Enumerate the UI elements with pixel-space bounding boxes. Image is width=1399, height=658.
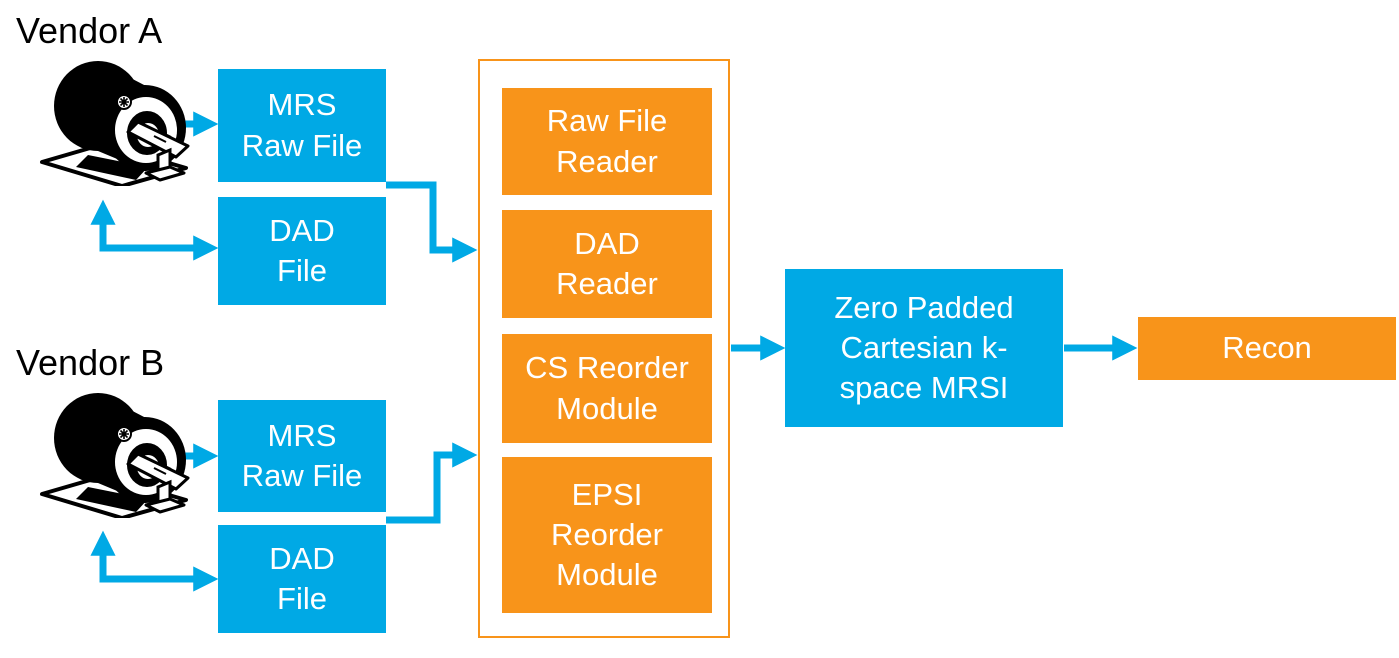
arrow-vendor-a-files-to-module-group [386,181,478,263]
node-epsi-reorder-module-label: EPSI Reorder Module [551,476,663,593]
node-mrs-raw-file-a-label: MRS Raw File [241,87,363,163]
node-cs-reorder-module-label: CS Reorder Module [525,350,689,426]
vendor-a-label: Vendor A [16,10,163,51]
node-dad-reader: DAD Reader [502,210,712,318]
vendor-b-label: Vendor B [16,342,165,383]
node-mrs-raw-file-b-label: MRS Raw File [241,417,363,493]
node-raw-file-reader: Raw File Reader [502,88,712,195]
node-zero-padded-kspace-label: Zero Padded Cartesian k- space MRSI [834,289,1014,406]
node-mrs-raw-file-b: MRS Raw File [218,400,386,512]
node-dad-file-a-label: DAD File [269,212,335,288]
mri-scanner-icon [40,61,190,186]
node-mrs-raw-file-a: MRS Raw File [218,69,386,182]
node-recon-label: Recon [1222,330,1312,366]
arrow-dad-file-b-scanner-bidirectional [90,530,219,592]
node-dad-file-b: DAD File [218,525,386,633]
node-dad-reader-label: DAD Reader [556,225,658,301]
node-epsi-reorder-module: EPSI Reorder Module [502,457,712,613]
node-dad-file-b-label: DAD File [269,540,335,616]
mri-scanner-icon [40,393,190,518]
arrow-vendor-b-files-to-module-group [386,442,478,524]
arrow-dad-file-a-scanner-bidirectional [90,199,219,261]
node-recon: Recon [1138,317,1396,380]
node-cs-reorder-module: CS Reorder Module [502,334,712,443]
node-raw-file-reader-label: Raw File Reader [546,103,668,179]
module-group-container [478,59,730,638]
node-zero-padded-kspace: Zero Padded Cartesian k- space MRSI [785,269,1063,427]
node-dad-file-a: DAD File [218,197,386,305]
